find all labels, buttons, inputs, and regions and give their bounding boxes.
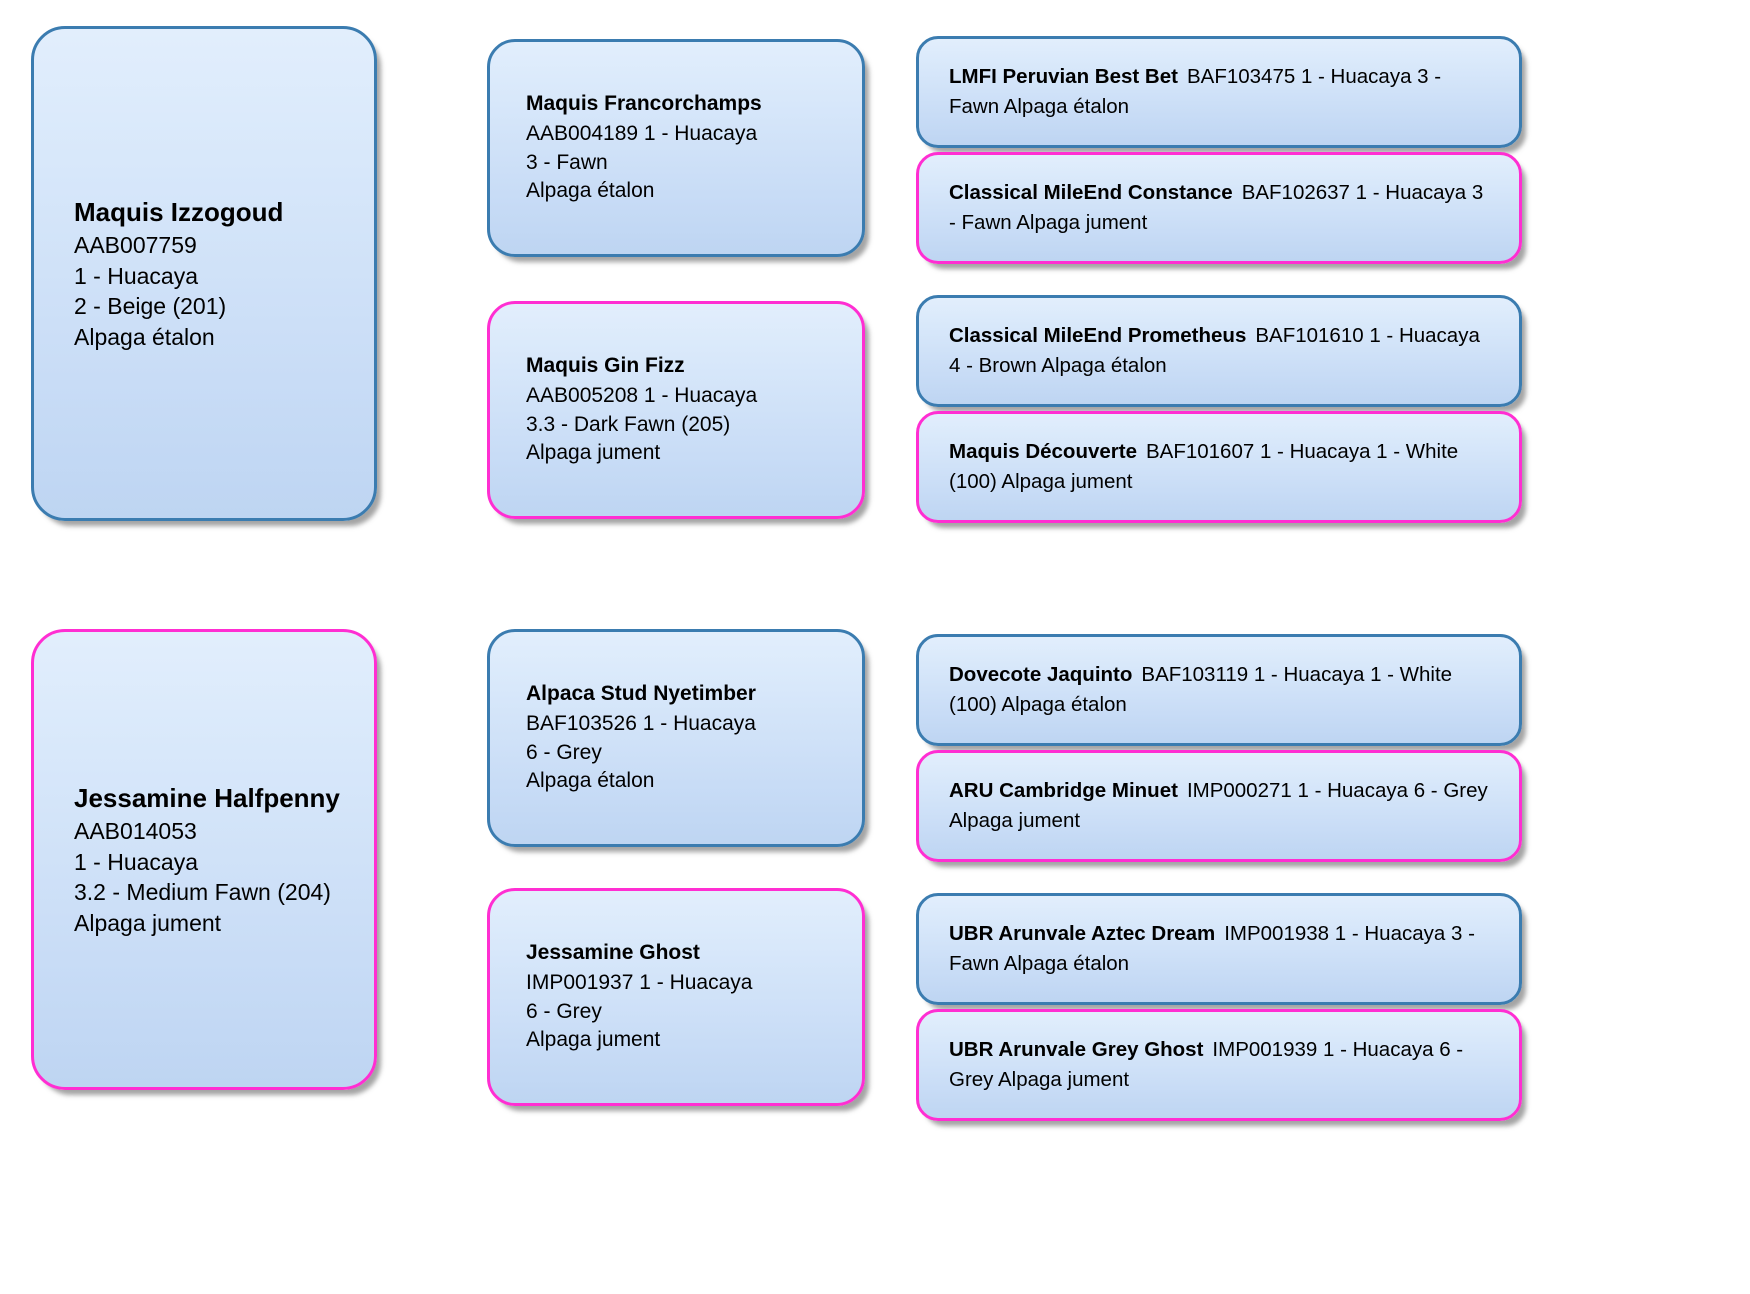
card-name: Jessamine Ghost: [526, 941, 700, 965]
card-details: IMP001938 1 - Huacaya 3 - Fawn Alpaga ét…: [949, 922, 1475, 975]
card-name: Dovecote Jaquinto: [949, 663, 1133, 687]
card-details: BAF103475 1 - Huacaya 3 - Fawn Alpaga ét…: [949, 65, 1442, 118]
card-breed: 1 - Huacaya: [74, 262, 199, 289]
card-name: Alpaca Stud Nyetimber: [526, 682, 756, 706]
card-sex: Alpaga étalon: [526, 769, 655, 793]
card-registration: IMP001937 1 - Huacaya: [526, 970, 753, 994]
card-colour: 6 - Grey: [526, 740, 602, 764]
card-registration: AAB007759: [74, 232, 197, 259]
card-name: Maquis Francorchamps: [526, 92, 762, 116]
card-colour: 3.2 - Medium Fawn (204): [74, 879, 331, 906]
card-details: BAF103119 1 - Huacaya 1 - White (100) Al…: [949, 663, 1453, 716]
card-name: LMFI Peruvian Best Bet: [949, 65, 1178, 89]
card-registration: BAF103526 1 - Huacaya: [526, 711, 756, 735]
card-sex: Alpaga étalon: [526, 179, 655, 203]
pedigree-card-dam-1[interactable]: Maquis Gin Fizz AAB005208 1 - Huacaya 3.…: [487, 301, 865, 519]
card-registration: AAB004189 1 - Huacaya: [526, 121, 758, 145]
card-name: Maquis Découverte: [949, 440, 1137, 464]
card-name: UBR Arunvale Grey Ghost: [949, 1038, 1204, 1062]
card-sex: Alpaga jument: [74, 909, 222, 936]
card-details: IMP000271 1 - Huacaya 6 - Grey Alpaga ju…: [949, 779, 1488, 832]
card-colour: 6 - Grey: [526, 999, 602, 1023]
card-details: BAF101607 1 - Huacaya 1 - White (100) Al…: [949, 440, 1459, 493]
pedigree-card-sire-2[interactable]: Alpaca Stud Nyetimber BAF103526 1 - Huac…: [487, 629, 865, 847]
card-name: Jessamine Halfpenny: [74, 783, 340, 814]
card-registration: AAB005208 1 - Huacaya: [526, 383, 758, 407]
card-details: IMP001939 1 - Huacaya 6 - Grey Alpaga ju…: [949, 1038, 1464, 1091]
card-name: Classical MileEnd Constance: [949, 181, 1233, 205]
card-details: BAF101610 1 - Huacaya 4 - Brown Alpaga é…: [949, 324, 1480, 377]
card-colour: 3 - Fawn: [526, 150, 608, 174]
card-sex: Alpaga jument: [526, 1028, 661, 1052]
card-name: UBR Arunvale Aztec Dream: [949, 922, 1216, 946]
card-sex: Alpaga jument: [526, 441, 661, 465]
card-name: ARU Cambridge Minuet: [949, 779, 1178, 803]
card-breed: 1 - Huacaya: [74, 848, 199, 875]
card-registration: AAB014053: [74, 818, 197, 845]
card-colour: 2 - Beige (201): [74, 293, 227, 320]
pedigree-card-subject-2[interactable]: Jessamine Halfpenny AAB014053 1 - Huacay…: [31, 629, 377, 1090]
card-name: Maquis Gin Fizz: [526, 354, 685, 378]
card-colour: 3.3 - Dark Fawn (205): [526, 412, 731, 436]
card-sex: Alpaga étalon: [74, 323, 215, 350]
pedigree-card-dam-2[interactable]: Jessamine Ghost IMP001937 1 - Huacaya 6 …: [487, 888, 865, 1106]
pedigree-card-subject-1[interactable]: Maquis Izzogoud AAB007759 1 - Huacaya 2 …: [31, 26, 377, 521]
card-name: Classical MileEnd Prometheus: [949, 324, 1247, 348]
card-name: Maquis Izzogoud: [74, 197, 284, 228]
card-details: BAF102637 1 - Huacaya 3 - Fawn Alpaga ju…: [949, 181, 1484, 234]
pedigree-card-sire-1[interactable]: Maquis Francorchamps AAB004189 1 - Huaca…: [487, 39, 865, 257]
